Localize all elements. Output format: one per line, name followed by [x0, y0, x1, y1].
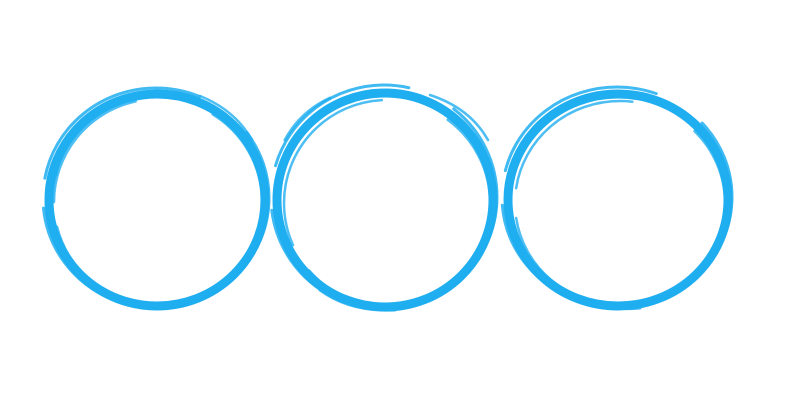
- left-brush-circle: [41, 86, 271, 311]
- middle-brush-circle: [269, 83, 499, 312]
- right-brush-circle: [500, 85, 734, 311]
